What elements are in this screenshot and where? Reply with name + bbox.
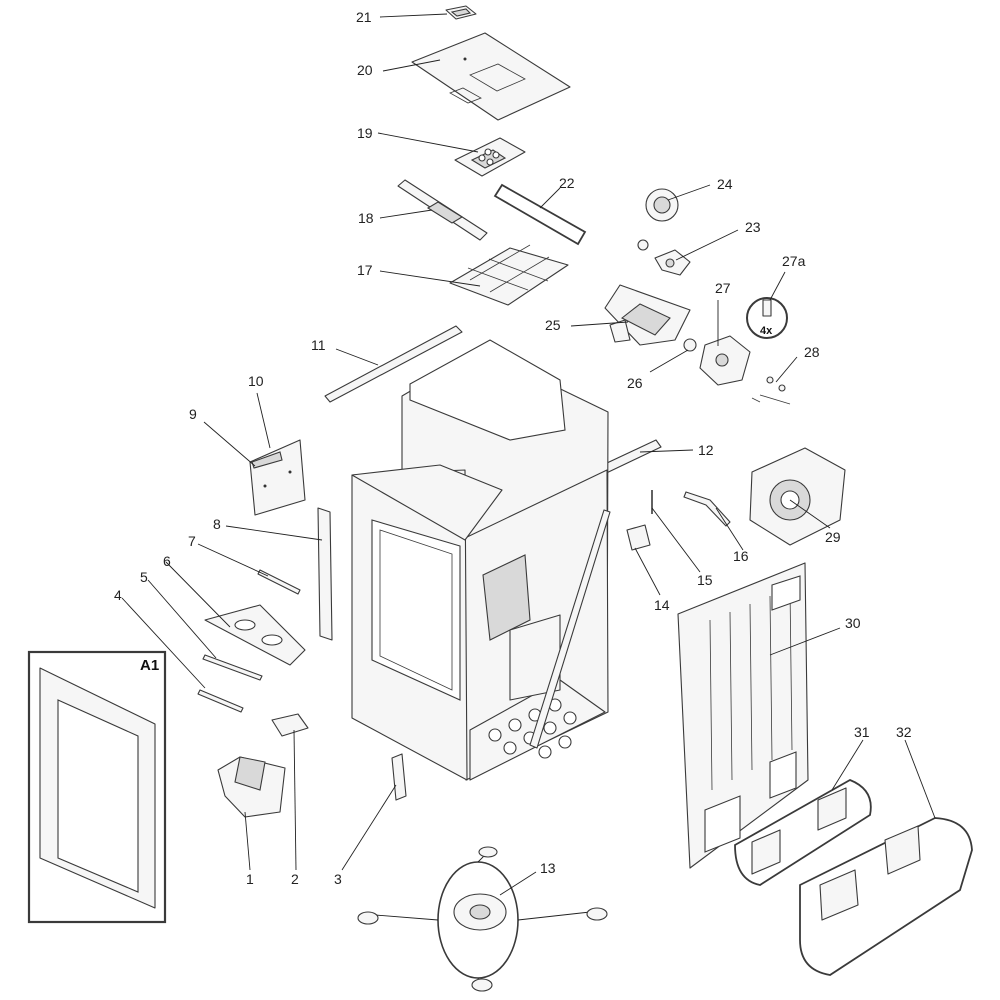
part-11-rail [324, 325, 463, 403]
callouts: 21 20 19 22 24 18 23 27a 17 27 25 11 28 … [114, 9, 912, 887]
callout-25: 25 [545, 317, 561, 333]
part-5-rod [202, 654, 263, 681]
callout-18: 18 [358, 210, 374, 226]
callout-2: 2 [291, 871, 299, 887]
callout-19: 19 [357, 125, 373, 141]
part-22-gasket [493, 183, 587, 246]
callout-13: 13 [540, 860, 556, 876]
callout-23: 23 [745, 219, 761, 235]
part-14-switch [626, 524, 651, 551]
callout-3: 3 [334, 871, 342, 887]
callout-8: 8 [213, 516, 221, 532]
callout-22: 22 [559, 175, 575, 191]
callout-30: 30 [845, 615, 861, 631]
callout-7: 7 [188, 533, 196, 549]
callout-4: 4 [114, 587, 122, 603]
callout-26: 26 [627, 375, 643, 391]
callout-32: 32 [896, 724, 912, 740]
callout-9: 9 [189, 406, 197, 422]
callout-15: 15 [697, 572, 713, 588]
part-24-fan [637, 188, 679, 251]
part-1-ash-pan [217, 756, 286, 818]
part-30-back-panel [677, 562, 809, 869]
callout-27: 27 [715, 280, 731, 296]
callout-21: 21 [356, 9, 372, 25]
callout-16: 16 [733, 548, 749, 564]
part-16-rod [683, 491, 731, 527]
callout-6: 6 [163, 553, 171, 569]
part-17-grid-filter [449, 244, 569, 306]
assembly-a1-door: A1 [27, 650, 167, 924]
callout-28: 28 [804, 344, 820, 360]
part-20-top-cover [411, 32, 571, 121]
part-6-plate [204, 604, 306, 666]
part-9-10-control-board [249, 439, 306, 516]
callout-17: 17 [357, 262, 373, 278]
part-8-bracket [317, 507, 333, 641]
leader-lines [121, 13, 936, 896]
part-18-bar [397, 179, 488, 241]
quantity-label: 4x [760, 325, 773, 337]
callout-24: 24 [717, 176, 733, 192]
part-27a-screw: 4x [746, 297, 788, 339]
callout-20: 20 [357, 62, 373, 78]
part-7-rod [257, 569, 301, 595]
callout-14: 14 [654, 597, 670, 613]
part-19-control-panel [454, 137, 526, 177]
callout-27a: 27a [782, 253, 806, 269]
part-2-clip [271, 713, 309, 737]
callout-5: 5 [140, 569, 148, 585]
callout-10: 10 [248, 373, 264, 389]
part-23-bracket [654, 249, 691, 276]
callout-1: 1 [246, 871, 254, 887]
stove-body [351, 339, 611, 781]
part-3-bracket [391, 753, 407, 801]
part-4-rod [197, 689, 244, 713]
part-25-burner-assembly [604, 284, 691, 346]
part-26-nut [683, 338, 697, 352]
part-28-fasteners [751, 376, 791, 405]
part-27-plate [699, 335, 751, 386]
callout-31: 31 [854, 724, 870, 740]
part-21-bracket [445, 5, 477, 20]
callout-29: 29 [825, 529, 841, 545]
part-32-plate [799, 817, 973, 976]
callout-12: 12 [698, 442, 714, 458]
part-13-base [357, 846, 608, 992]
callout-11: 11 [311, 337, 326, 353]
assembly-label: A1 [140, 657, 159, 674]
part-31-plate [734, 779, 872, 886]
